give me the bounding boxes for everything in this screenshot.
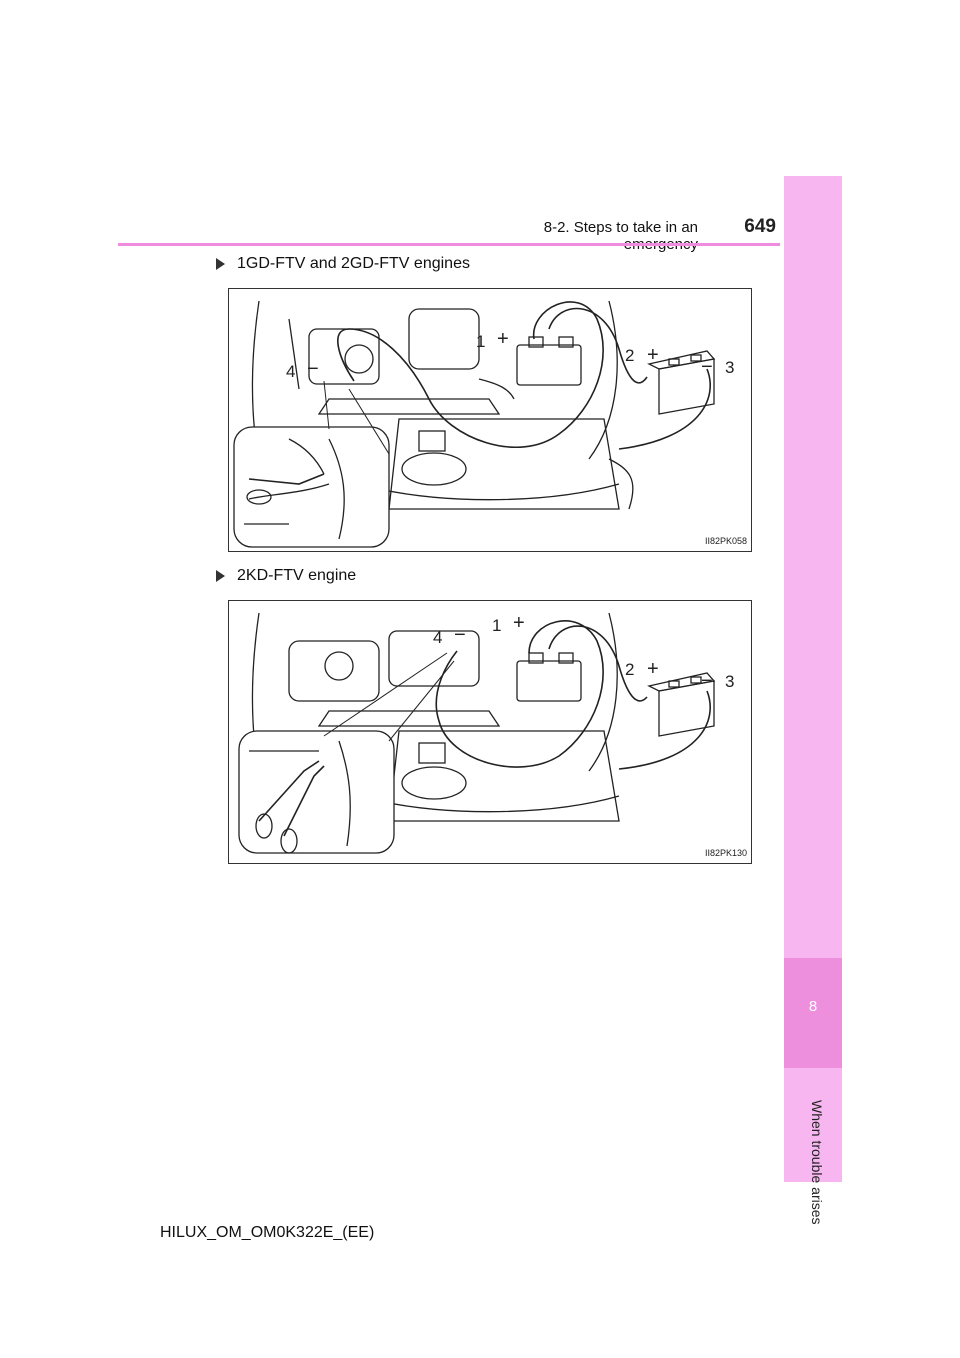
page-number: 649 bbox=[744, 216, 776, 237]
engine-bay-drawing: 1 + 2 + − 3 4 − bbox=[238, 612, 734, 854]
jump-start-illustration-2kd: 1 + 2 + − 3 4 − II82PK130 bbox=[228, 600, 752, 864]
jump-start-illustration-1gd: 1 + 2 + − 3 4 − II82PK058 bbox=[228, 288, 752, 552]
figure-heading-2kd: 2KD-FTV engine bbox=[216, 567, 356, 585]
figure-code: II82PK130 bbox=[705, 848, 748, 858]
chapter-number: 8 bbox=[808, 998, 818, 1015]
callout-3: 3 bbox=[725, 672, 734, 691]
svg-text:−: − bbox=[701, 356, 713, 378]
svg-text:+: + bbox=[647, 658, 659, 680]
callout-2: 2 bbox=[625, 346, 634, 365]
svg-text:+: + bbox=[497, 328, 509, 350]
figure-heading-1gd: 1GD-FTV and 2GD-FTV engines bbox=[216, 255, 470, 273]
svg-text:−: − bbox=[454, 624, 466, 646]
document-id: HILUX_OM_OM0K322E_(EE) bbox=[160, 1224, 375, 1241]
svg-text:+: + bbox=[513, 612, 525, 634]
callout-1: 1 bbox=[476, 332, 485, 351]
header-rule bbox=[118, 243, 780, 246]
callout-2: 2 bbox=[625, 660, 634, 679]
engine-bay-drawing: 1 + 2 + − 3 4 − bbox=[233, 300, 734, 548]
figure-heading-text: 2KD-FTV engine bbox=[237, 567, 357, 584]
figure-code: II82PK058 bbox=[705, 536, 748, 546]
chapter-number-box bbox=[784, 958, 842, 1068]
chapter-title: When trouble arises bbox=[809, 1100, 825, 1225]
callout-4: 4 bbox=[286, 362, 295, 381]
section-title: 8-2. Steps to take in an emergency bbox=[543, 219, 698, 253]
callout-3: 3 bbox=[725, 358, 734, 377]
bullet-triangle-icon bbox=[216, 258, 225, 270]
svg-text:+: + bbox=[647, 344, 659, 366]
callout-4: 4 bbox=[433, 628, 442, 647]
svg-text:−: − bbox=[701, 670, 713, 692]
svg-text:−: − bbox=[307, 358, 319, 380]
figure-heading-text: 1GD-FTV and 2GD-FTV engines bbox=[237, 255, 470, 272]
bullet-triangle-icon bbox=[216, 570, 225, 582]
callout-1: 1 bbox=[492, 616, 501, 635]
